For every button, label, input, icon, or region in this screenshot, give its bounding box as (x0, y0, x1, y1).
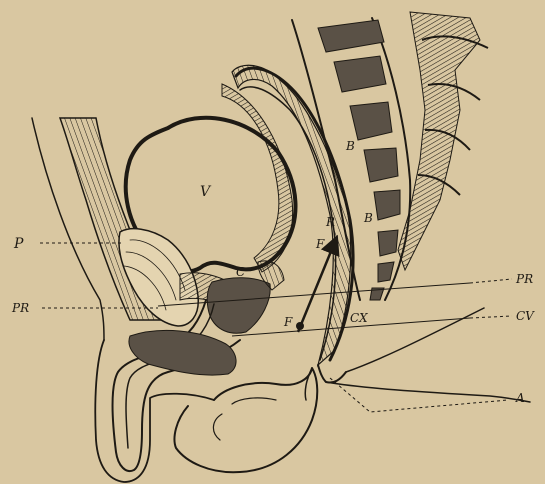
label-R: R (325, 215, 335, 229)
vertebra-5 (374, 190, 400, 220)
label-B-lower: B (363, 211, 373, 225)
label-CV: CV (516, 309, 535, 323)
arrow-origin (296, 322, 304, 330)
label-F-lower: F (283, 315, 293, 329)
vertebra-4 (364, 148, 398, 182)
label-A: A (515, 391, 525, 405)
label-C: C (236, 265, 245, 279)
label-CX: CX (350, 311, 368, 325)
label-PR-left: PR (11, 301, 29, 315)
vertebra-6 (378, 230, 398, 256)
label-B-upper: B (345, 139, 355, 153)
label-F-upper: F (315, 237, 325, 251)
label-P: P (13, 236, 24, 252)
label-PR-right: PR (515, 272, 533, 286)
